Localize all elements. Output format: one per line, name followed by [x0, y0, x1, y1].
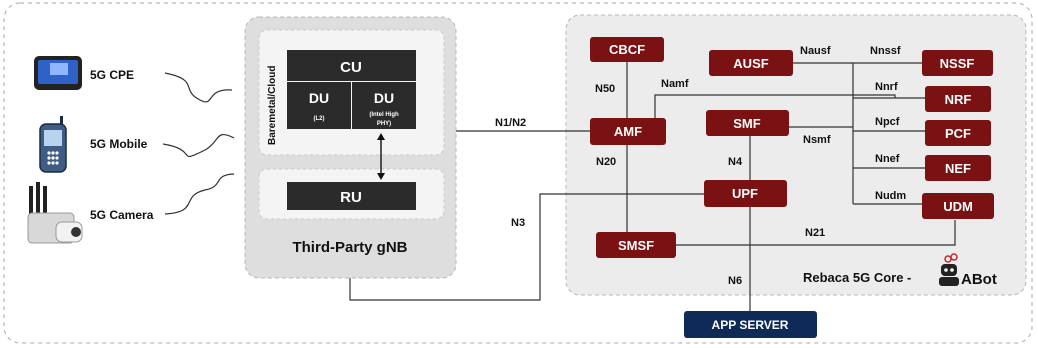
- cu-label: CU: [340, 59, 362, 76]
- nf-nssf: NSSF: [922, 50, 993, 76]
- svg-text:AUSF: AUSF: [733, 56, 768, 71]
- nf-smsf: SMSF: [596, 232, 676, 258]
- if-n6: N6: [728, 275, 742, 287]
- if-n4: N4: [728, 156, 743, 168]
- device-label: 5G Mobile: [90, 137, 148, 151]
- svg-text:SMF: SMF: [733, 116, 761, 131]
- if-nnssf: Nnssf: [870, 45, 901, 57]
- nf-cbcf: CBCF: [590, 37, 664, 62]
- nf-smf: SMF: [706, 110, 789, 136]
- du-ru-arrow: [377, 133, 385, 180]
- if-nsmf: Nsmf: [803, 134, 831, 146]
- du-right-sub1: (Intel High: [369, 112, 399, 118]
- nf-nef: NEF: [925, 155, 991, 181]
- if-npcf: Npcf: [875, 116, 900, 128]
- network-functions: CBCF AUSF NSSF NRF AMF SMF PCF NEF UPF U…: [590, 37, 994, 258]
- device-label: 5G Camera: [90, 208, 154, 222]
- abot-robot-icon: [939, 253, 959, 286]
- if-n50: N50: [595, 83, 615, 95]
- svg-text:AMF: AMF: [614, 124, 642, 139]
- svg-text:NEF: NEF: [945, 161, 971, 176]
- device-cpe: 5G CPE: [34, 56, 233, 103]
- gnb-title: Third-Party gNB: [292, 239, 407, 256]
- nf-udm: UDM: [922, 193, 994, 219]
- if-nudm: Nudm: [875, 190, 906, 202]
- interface-labels: N1/N2 N50 Namf Nausf Nnssf Nnrf Npcf Nsm…: [495, 45, 906, 287]
- if-nnef: Nnef: [875, 153, 900, 165]
- ru-label: RU: [340, 189, 362, 206]
- mobile-phone-icon: [39, 116, 67, 173]
- if-n3: N3: [511, 217, 525, 229]
- svg-text:SMSF: SMSF: [618, 238, 654, 253]
- svg-text:NRF: NRF: [945, 92, 972, 107]
- du-right-sub2: PHY): [377, 121, 391, 127]
- ru-box: [287, 182, 416, 210]
- svg-text:UDM: UDM: [943, 199, 973, 214]
- nf-amf: AMF: [590, 118, 666, 145]
- abot-logo-text: ABot: [961, 271, 997, 288]
- nf-ausf: AUSF: [709, 50, 793, 76]
- svg-text:PCF: PCF: [945, 126, 971, 141]
- gnb-cloud-box: [258, 29, 445, 156]
- du-l2-box: [287, 82, 351, 129]
- if-nausf: Nausf: [800, 45, 831, 57]
- core-footer-text: Rebaca 5G Core -: [803, 270, 911, 285]
- svg-text:NSSF: NSSF: [940, 56, 975, 71]
- du-left-sub: (L2): [314, 116, 325, 122]
- if-n1n2: N1/N2: [495, 117, 526, 129]
- device-camera: 5G Camera: [27, 173, 235, 244]
- cu-box: [287, 50, 416, 81]
- outer-frame: [3, 2, 1033, 344]
- app-server-label: APP SERVER: [712, 318, 789, 332]
- if-namf: Namf: [661, 78, 689, 90]
- svg-text:UPF: UPF: [732, 186, 758, 201]
- device-label: 5G CPE: [90, 68, 134, 82]
- gnb-panel: Baremetal/Cloud CU DU (L2) DU (Intel Hig…: [244, 16, 457, 279]
- camera-icon: [27, 182, 83, 244]
- du-right-title: DU: [374, 90, 394, 106]
- core-panel: [565, 14, 1027, 296]
- app-server: APP SERVER: [684, 311, 817, 338]
- nf-nrf: NRF: [925, 86, 991, 112]
- nf-upf: UPF: [704, 180, 787, 207]
- gnb-side-label: Baremetal/Cloud: [267, 66, 278, 145]
- device-mobile: 5G Mobile: [39, 116, 235, 173]
- router-icon: [34, 56, 82, 90]
- svg-text:CBCF: CBCF: [609, 42, 645, 57]
- nf-pcf: PCF: [925, 120, 991, 146]
- du-left-title: DU: [309, 90, 329, 106]
- if-n20: N20: [596, 156, 616, 168]
- if-n21: N21: [805, 227, 825, 239]
- connection-lines: [349, 62, 956, 313]
- if-nnrf: Nnrf: [875, 81, 898, 93]
- du-phy-box: [352, 82, 416, 129]
